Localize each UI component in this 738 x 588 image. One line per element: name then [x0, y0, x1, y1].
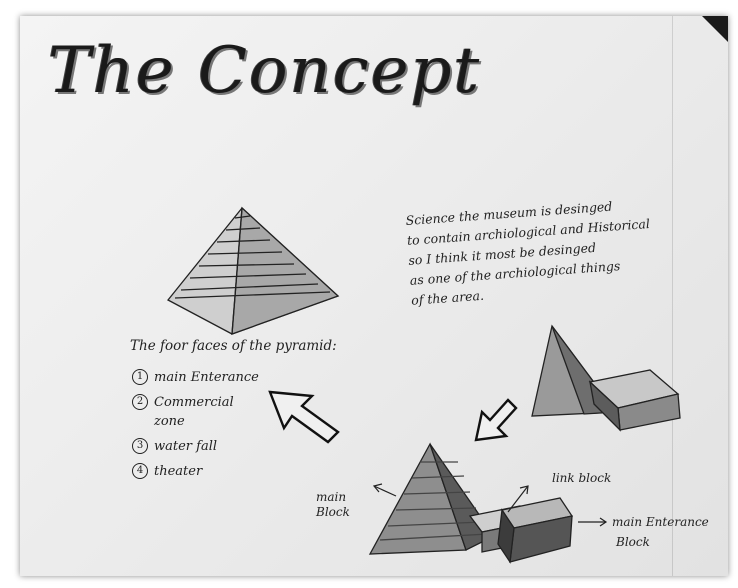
pyramid-with-block-icon: [532, 326, 680, 430]
stepped-pyramid-icon: [168, 208, 338, 334]
arrow-icon: [476, 400, 516, 440]
sketch-paper: The Concept Science the museum is desing…: [20, 16, 728, 576]
photo-frame: The Concept Science the museum is desing…: [2, 2, 730, 580]
main-pyramid-icon: [370, 444, 572, 562]
sketch-drawings: [20, 16, 728, 576]
arrow-icon: [270, 392, 338, 442]
